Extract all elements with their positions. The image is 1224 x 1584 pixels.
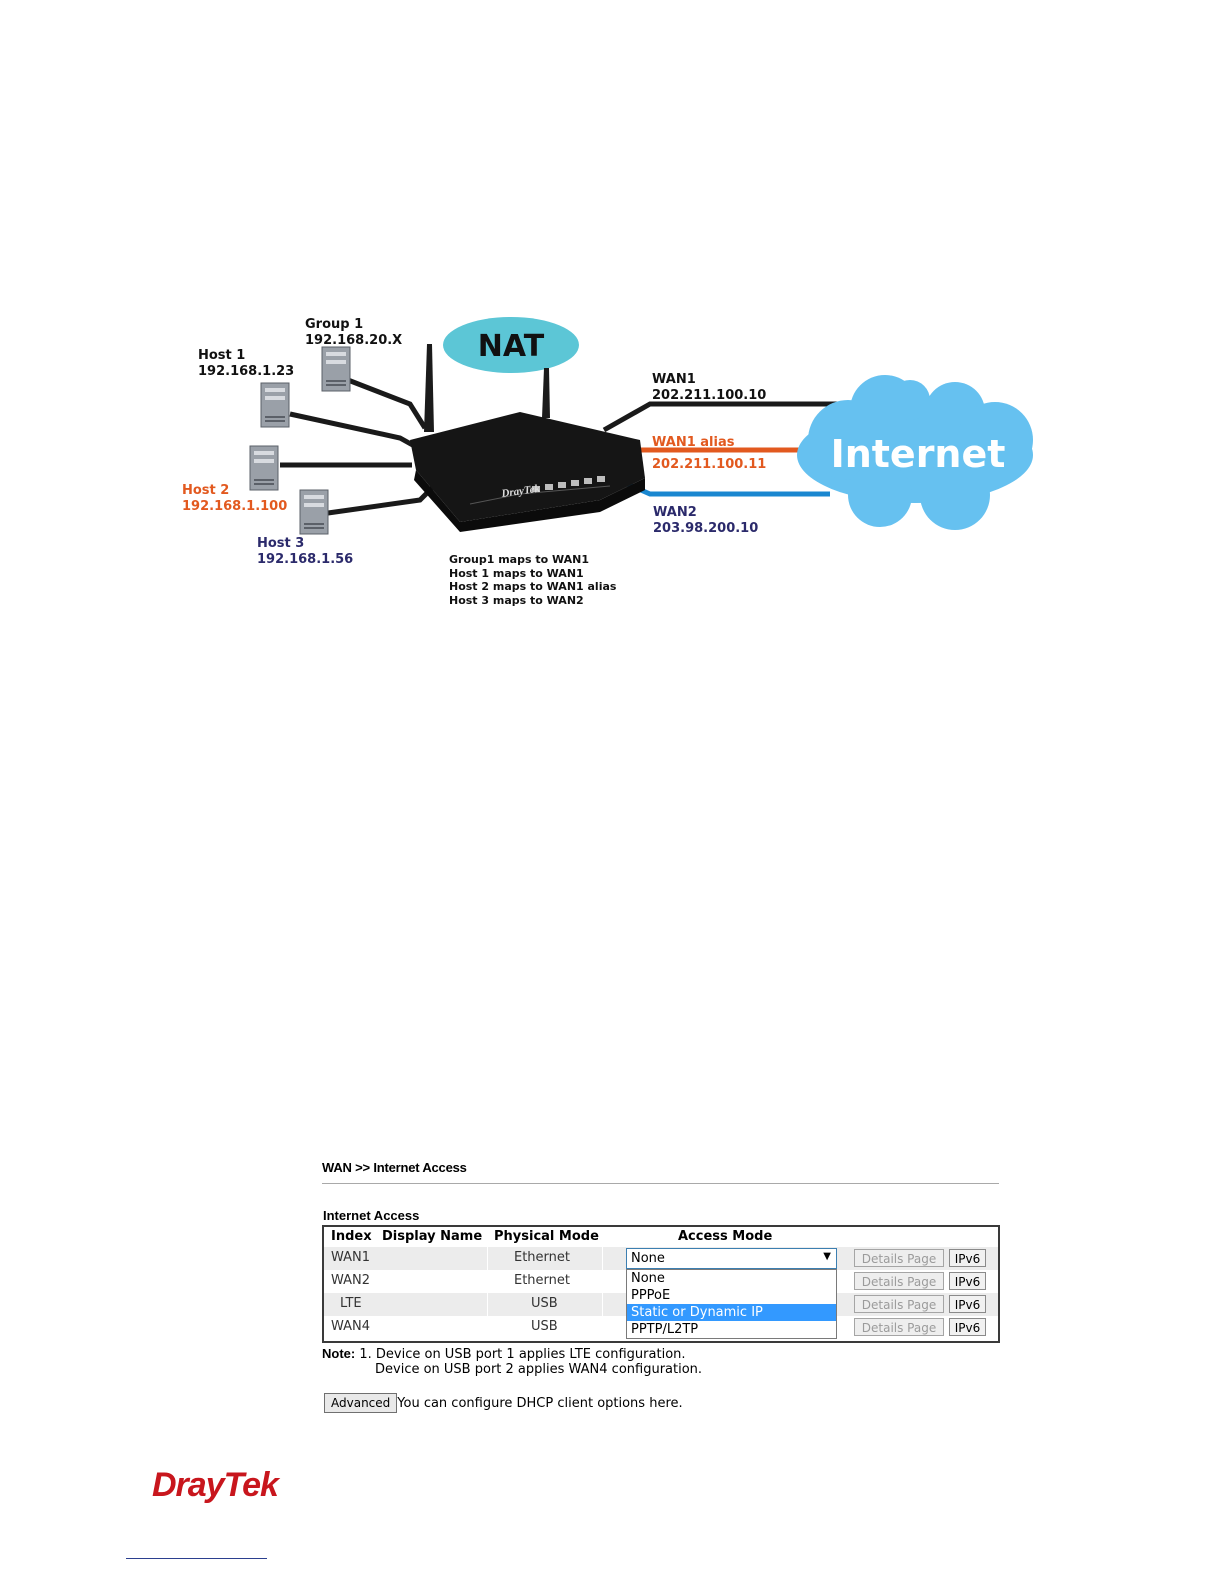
host3-ip: 192.168.1.56 <box>257 552 353 567</box>
internet-cloud-icon <box>797 375 1033 530</box>
nat-bubble <box>443 317 579 373</box>
table-row: WAN4 USB Details Page IPv6 <box>324 1316 998 1339</box>
group1-ip: 192.168.20.X <box>305 333 402 348</box>
details-page-button[interactable]: Details Page <box>854 1295 944 1313</box>
ipv6-button[interactable]: IPv6 <box>949 1295 986 1313</box>
host2-name: Host 2 <box>182 483 229 498</box>
host2-ip: 192.168.1.100 <box>182 499 287 514</box>
footer-divider <box>126 1558 267 1559</box>
internet-access-table: Index Display Name Physical Mode Access … <box>322 1225 1000 1343</box>
advanced-button[interactable]: Advanced <box>324 1393 398 1413</box>
nat-diagram: NAT DrayTek <box>182 317 1033 607</box>
wan2-ip: 203.98.200.10 <box>653 521 758 536</box>
wan2-name: WAN2 <box>653 505 697 520</box>
group1-name: Group 1 <box>305 317 363 332</box>
row-index: WAN1 <box>331 1250 371 1265</box>
header-physical-mode: Physical Mode <box>494 1229 599 1244</box>
wan1-alias-name: WAN1 alias <box>652 435 735 450</box>
header-index: Index <box>331 1229 372 1244</box>
option-pppoe[interactable]: PPPoE <box>631 1288 671 1303</box>
access-mode-value: None <box>631 1251 665 1266</box>
wan1-name: WAN1 <box>652 372 696 387</box>
note: Note: 1. Device on USB port 1 applies LT… <box>322 1346 1000 1377</box>
router-brand-label: DrayTek <box>500 483 541 500</box>
header-display-name: Display Name <box>382 1229 483 1244</box>
server-host2-icon <box>249 445 279 491</box>
ipv6-button[interactable]: IPv6 <box>949 1272 986 1290</box>
cable-wan1 <box>602 401 845 433</box>
internet-label: Internet <box>831 432 1006 476</box>
row-physical-mode: Ethernet <box>514 1250 570 1265</box>
host1-name: Host 1 <box>198 348 245 363</box>
option-none[interactable]: None <box>631 1271 665 1286</box>
nat-label: NAT <box>478 329 545 364</box>
note-label: Note: <box>322 1346 356 1361</box>
wan1-ip: 202.211.100.10 <box>652 388 766 403</box>
table-row: WAN2 Ethernet Details Page IPv6 <box>324 1270 998 1293</box>
details-page-button[interactable]: Details Page <box>854 1318 944 1336</box>
option-static-dynamic-ip[interactable]: Static or Dynamic IP <box>627 1304 836 1321</box>
cable-group1 <box>347 377 428 430</box>
draytek-logo: DrayTek <box>152 1466 279 1504</box>
details-page-button[interactable]: Details Page <box>854 1249 944 1267</box>
cable-wan2 <box>616 477 830 497</box>
header-access-mode: Access Mode <box>678 1229 773 1244</box>
note-line: 1. Device on USB port 1 applies LTE conf… <box>359 1347 686 1362</box>
advanced-description: You can configure DHCP client options he… <box>397 1395 683 1411</box>
mapping-line: Host 2 maps to WAN1 alias <box>449 580 617 593</box>
row-physical-mode: USB <box>531 1319 558 1334</box>
cable-host1 <box>289 411 420 451</box>
server-host1-icon <box>260 382 290 428</box>
host1-ip: 192.168.1.23 <box>198 364 294 379</box>
server-group1-icon <box>321 346 351 392</box>
row-index: LTE <box>340 1296 362 1311</box>
dropdown-arrow-icon: ▼ <box>823 1251 831 1262</box>
row-physical-mode: Ethernet <box>514 1273 570 1288</box>
note-line: Device on USB port 2 applies WAN4 config… <box>375 1362 703 1377</box>
option-pptp-l2tp[interactable]: PPTP/L2TP <box>631 1322 699 1337</box>
host3-name: Host 3 <box>257 536 304 551</box>
cable-host3 <box>327 486 434 516</box>
wan-internet-access-panel: WAN >> Internet Access Internet Access I… <box>322 1160 1000 1413</box>
row-index: WAN4 <box>331 1319 371 1334</box>
ipv6-button[interactable]: IPv6 <box>949 1318 986 1336</box>
antenna-left-icon <box>424 344 434 432</box>
row-physical-mode: USB <box>531 1296 558 1311</box>
antenna-right-icon <box>542 368 550 418</box>
mapping-line: Group1 maps to WAN1 <box>449 553 589 566</box>
ipv6-button[interactable]: IPv6 <box>949 1249 986 1267</box>
access-mode-select[interactable]: None ▼ <box>626 1248 837 1269</box>
wan1-alias-ip: 202.211.100.11 <box>652 457 766 472</box>
advanced-row: Advanced You can configure DHCP client o… <box>322 1393 1000 1413</box>
section-label: Internet Access <box>323 1208 420 1223</box>
access-mode-dropdown: None PPPoE Static or Dynamic IP PPTP/L2T… <box>626 1269 837 1339</box>
divider <box>322 1183 999 1184</box>
router-icon: DrayTek <box>410 412 645 532</box>
details-page-button[interactable]: Details Page <box>854 1272 944 1290</box>
server-host3-icon <box>299 489 329 535</box>
row-index: WAN2 <box>331 1273 371 1288</box>
breadcrumb: WAN >> Internet Access <box>322 1160 467 1175</box>
mapping-line: Host 1 maps to WAN1 <box>449 567 584 580</box>
mapping-line: Host 3 maps to WAN2 <box>449 594 584 607</box>
